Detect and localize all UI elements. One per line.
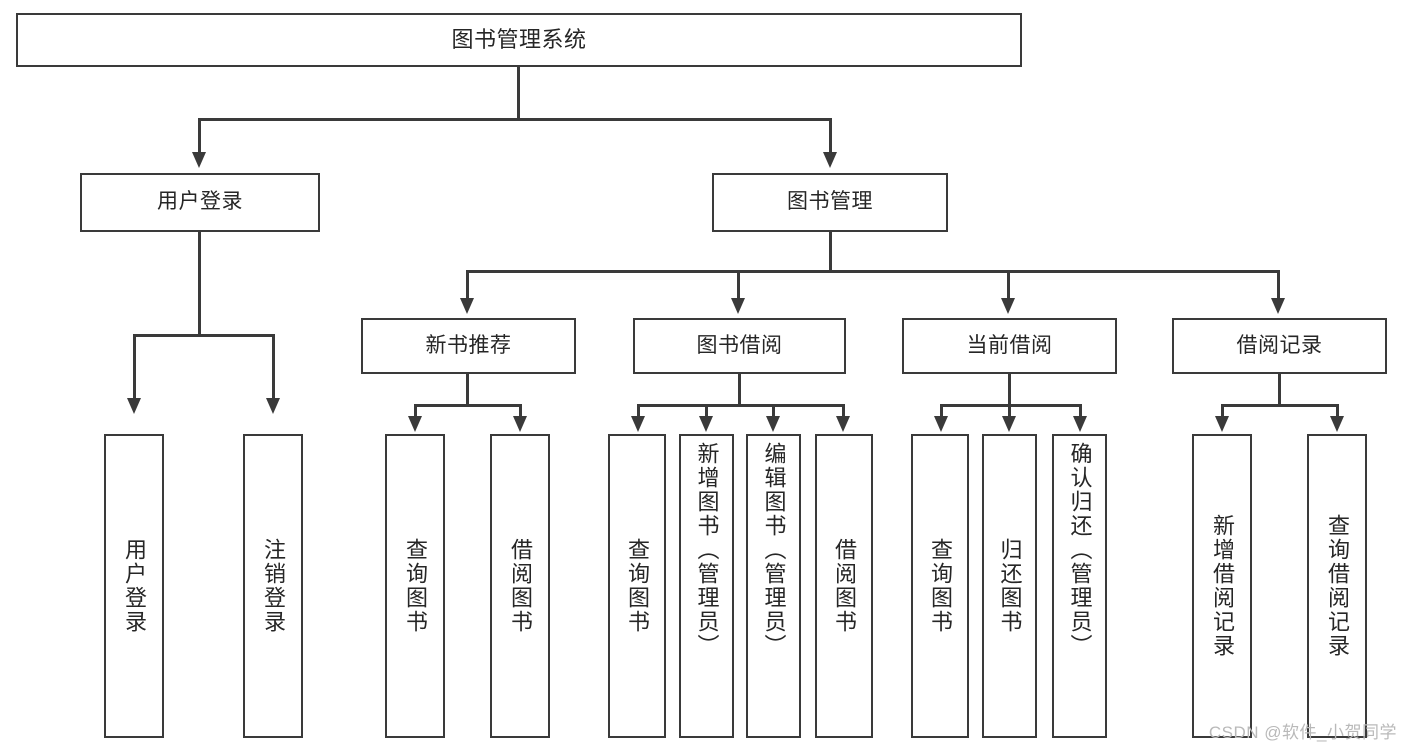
node-label: 借阅记录 — [1236, 333, 1323, 357]
node-label: 编辑图书（管理员） — [761, 442, 787, 658]
edge-borrow-record-stem — [1278, 374, 1281, 406]
arrow-new-book-leaf-1 — [513, 416, 527, 432]
edge-borrow-record-bus — [1221, 404, 1339, 407]
arrow-bb-leaf-3 — [836, 416, 850, 432]
edge-book-borrow-bus — [637, 404, 845, 407]
arrow-bb-leaf-2 — [766, 416, 780, 432]
edge-bb-to-leaf-0 — [637, 404, 640, 418]
arrow-to-book-borrow — [731, 298, 745, 314]
edge-new-book-to-leaf-0 — [414, 404, 417, 418]
edge-user-login-to-leaf-0 — [133, 334, 136, 400]
edge-br-to-leaf-0 — [1221, 404, 1224, 418]
arrow-br-leaf-1 — [1330, 416, 1344, 432]
edge-bm-to-book-borrow — [737, 270, 740, 300]
edge-new-book-stem — [466, 374, 469, 406]
edge-user-login-stem — [198, 232, 201, 336]
arrow-bb-leaf-0 — [631, 416, 645, 432]
leaf-borrow-book-recommend[interactable]: 借阅图书 — [490, 434, 550, 738]
node-label: 查询借阅记录 — [1325, 514, 1350, 658]
csdn-watermark: CSDN @软件_小贺同学 — [1208, 723, 1397, 742]
node-label: 查询图书 — [625, 538, 650, 634]
arrow-cb-leaf-0 — [934, 416, 948, 432]
arrow-to-book-manage — [823, 152, 837, 168]
arrow-bb-leaf-1 — [699, 416, 713, 432]
edge-bm-to-new-book — [466, 270, 469, 300]
edge-cb-to-leaf-2 — [1079, 404, 1082, 418]
arrow-to-current-borrow — [1001, 298, 1015, 314]
node-book-borrow[interactable]: 图书借阅 — [633, 318, 846, 374]
node-label: 归还图书 — [997, 538, 1023, 634]
node-borrow-record[interactable]: 借阅记录 — [1172, 318, 1387, 374]
leaf-query-book-current[interactable]: 查询图书 — [911, 434, 969, 738]
node-new-book-recommend[interactable]: 新书推荐 — [361, 318, 576, 374]
leaf-logout-login[interactable]: 注销登录 — [243, 434, 303, 738]
node-label: 借阅图书 — [832, 538, 857, 634]
node-label: 查询图书 — [403, 538, 428, 634]
node-label: 用户登录 — [122, 538, 147, 634]
arrow-new-book-leaf-0 — [408, 416, 422, 432]
node-current-borrow[interactable]: 当前借阅 — [902, 318, 1117, 374]
node-label: 注销登录 — [261, 538, 286, 634]
node-label: 确认归还（管理员） — [1067, 442, 1093, 658]
node-label: 图书管理 — [787, 190, 873, 214]
edge-root-to-book-manage — [829, 118, 832, 154]
edge-bb-to-leaf-2 — [772, 404, 775, 418]
node-label: 图书借阅 — [696, 333, 783, 357]
edge-root-to-user-login — [198, 118, 201, 154]
node-user-login[interactable]: 用户登录 — [80, 173, 320, 232]
leaf-query-borrow-record[interactable]: 查询借阅记录 — [1307, 434, 1367, 738]
leaf-return-book[interactable]: 归还图书 — [982, 434, 1037, 738]
edge-user-login-to-leaf-1 — [272, 334, 275, 400]
arrow-user-login-leaf-0 — [127, 398, 141, 414]
leaf-query-book-borrow[interactable]: 查询图书 — [608, 434, 666, 738]
arrow-to-user-login — [192, 152, 206, 168]
node-label: 借阅图书 — [508, 538, 533, 634]
arrow-cb-leaf-1 — [1002, 416, 1016, 432]
arrow-to-new-book-recommend — [460, 298, 474, 314]
edge-bb-to-leaf-1 — [705, 404, 708, 418]
arrow-user-login-leaf-1 — [266, 398, 280, 414]
arrow-br-leaf-0 — [1215, 416, 1229, 432]
leaf-confirm-return-admin[interactable]: 确认归还（管理员） — [1052, 434, 1107, 738]
edge-current-borrow-bus — [940, 404, 1082, 407]
node-label: 图书管理系统 — [451, 27, 587, 53]
edge-book-manage-bus — [466, 270, 1280, 273]
edge-new-book-to-leaf-1 — [519, 404, 522, 418]
edge-bm-to-current-borrow — [1007, 270, 1010, 300]
node-label: 用户登录 — [157, 190, 243, 214]
leaf-add-book-admin[interactable]: 新增图书（管理员） — [679, 434, 734, 738]
edge-cb-to-leaf-1 — [1008, 404, 1011, 418]
leaf-borrow-book-borrow[interactable]: 借阅图书 — [815, 434, 873, 738]
edge-new-book-bus — [414, 404, 522, 407]
edge-root-stem — [517, 67, 520, 120]
edge-user-login-bus — [133, 334, 275, 337]
edge-book-borrow-stem — [738, 374, 741, 406]
edge-root-bus — [198, 118, 832, 121]
node-label: 新增借阅记录 — [1210, 514, 1235, 658]
node-label: 当前借阅 — [966, 333, 1053, 357]
node-label: 新书推荐 — [425, 333, 512, 357]
leaf-user-login[interactable]: 用户登录 — [104, 434, 164, 738]
edge-book-manage-stem — [829, 232, 832, 272]
leaf-query-book-recommend[interactable]: 查询图书 — [385, 434, 445, 738]
leaf-edit-book-admin[interactable]: 编辑图书（管理员） — [746, 434, 801, 738]
edge-br-to-leaf-1 — [1336, 404, 1339, 418]
node-book-manage[interactable]: 图书管理 — [712, 173, 948, 232]
edge-current-borrow-stem — [1008, 374, 1011, 406]
edge-bm-to-borrow-record — [1277, 270, 1280, 300]
arrow-to-borrow-record — [1271, 298, 1285, 314]
edge-bb-to-leaf-3 — [842, 404, 845, 418]
node-label: 新增图书（管理员） — [694, 442, 720, 658]
node-root-system[interactable]: 图书管理系统 — [16, 13, 1022, 67]
leaf-add-borrow-record[interactable]: 新增借阅记录 — [1192, 434, 1252, 738]
node-label: 查询图书 — [928, 538, 953, 634]
arrow-cb-leaf-2 — [1073, 416, 1087, 432]
edge-cb-to-leaf-0 — [940, 404, 943, 418]
